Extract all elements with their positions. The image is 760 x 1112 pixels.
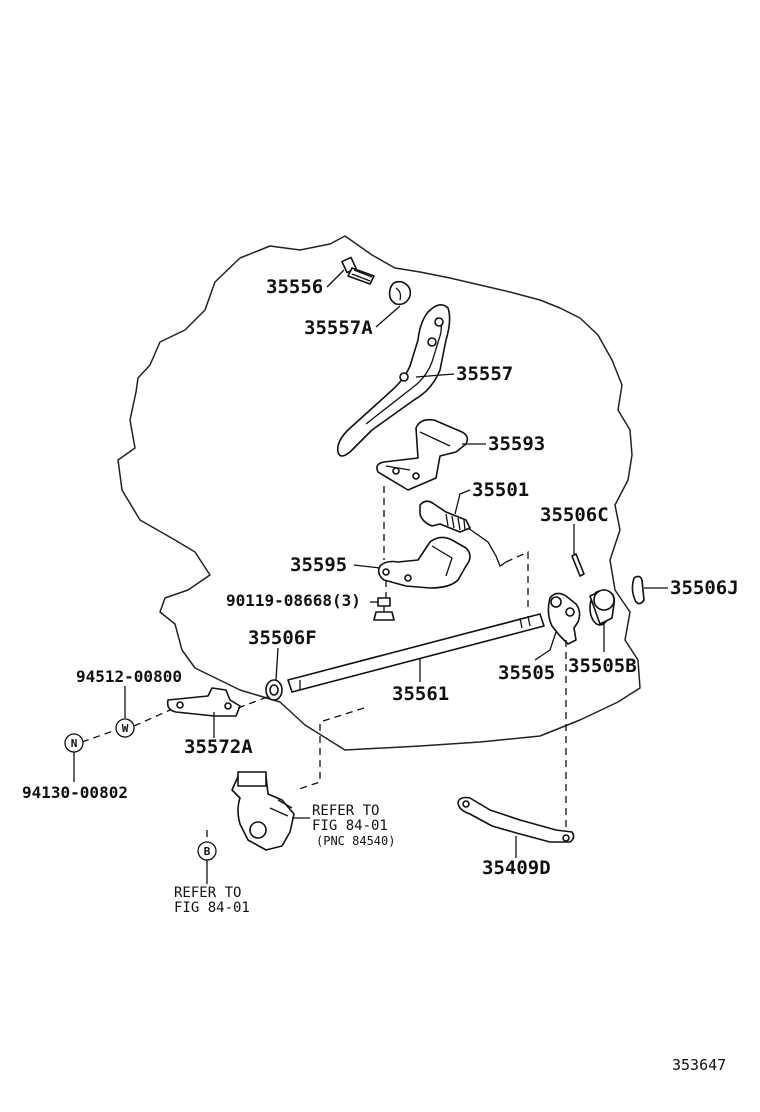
seal-35506F — [265, 679, 283, 701]
bracket-35557 — [336, 304, 451, 457]
label-35556: 35556 — [266, 276, 323, 298]
leader-35505 — [534, 631, 557, 661]
lever-35505 — [547, 592, 581, 645]
dash-line-5 — [133, 709, 171, 727]
housing-outline — [117, 235, 641, 751]
label-94512: 94512-00800 — [76, 667, 182, 686]
shaft-35501 — [419, 500, 507, 567]
leader-35501 — [454, 489, 471, 515]
shaft-35561 — [287, 613, 545, 693]
badge-w: W — [115, 718, 135, 738]
bracket-35572A — [166, 687, 241, 717]
label-35505: 35505 — [498, 662, 555, 684]
refer-b-line1: REFER TO — [174, 885, 241, 901]
svg-text:W: W — [122, 722, 129, 735]
svg-text:N: N — [71, 737, 78, 750]
label-35561: 35561 — [392, 683, 449, 705]
lever-35409D — [457, 796, 575, 843]
label-35505B: 35505B — [568, 655, 637, 677]
dash-line-7 — [295, 707, 365, 791]
label-35593: 35593 — [488, 433, 545, 455]
refer-a-line1: REFER TO — [312, 803, 379, 819]
leader-35556 — [326, 269, 345, 288]
badge-b: B — [197, 841, 217, 861]
bracket-35593 — [376, 418, 469, 491]
clip-35506J — [631, 575, 645, 605]
svg-text:B: B — [204, 845, 211, 858]
bracket-35595 — [377, 536, 471, 589]
dash-line-6 — [237, 695, 271, 709]
refer-b-line2: FIG 84-01 — [174, 900, 250, 916]
figure-number: 353647 — [672, 1056, 726, 1074]
leader-35595 — [353, 564, 381, 569]
pin-35506C — [571, 553, 585, 577]
label-35557: 35557 — [456, 363, 513, 385]
bushing-35505B — [589, 589, 616, 626]
leader-35557 — [415, 373, 455, 378]
leader-35506F — [275, 647, 279, 681]
bolt-35556 — [341, 256, 375, 285]
label-35409D: 35409D — [482, 857, 551, 879]
label-35506C: 35506C — [540, 504, 609, 526]
label-94130: 94130-00802 — [22, 783, 128, 802]
neutral-switch — [231, 771, 295, 851]
refer-a-line3: (PNC 84540) — [316, 834, 395, 848]
refer-a-line2: FIG 84-01 — [312, 818, 388, 834]
label-35557A: 35557A — [304, 317, 373, 339]
label-35595: 35595 — [290, 554, 347, 576]
bolt-90119 — [373, 597, 395, 621]
label-35506F: 35506F — [248, 627, 317, 649]
label-35506J: 35506J — [670, 577, 739, 599]
badge-n: N — [64, 733, 84, 753]
dash-line-3 — [505, 550, 529, 612]
label-35501: 35501 — [472, 479, 529, 501]
dash-line-4 — [81, 729, 117, 743]
leader-35557A — [375, 305, 401, 328]
grommet-35557A — [388, 280, 412, 306]
label-35572A: 35572A — [184, 736, 253, 758]
label-90119: 90119-08668(3) — [226, 591, 361, 610]
